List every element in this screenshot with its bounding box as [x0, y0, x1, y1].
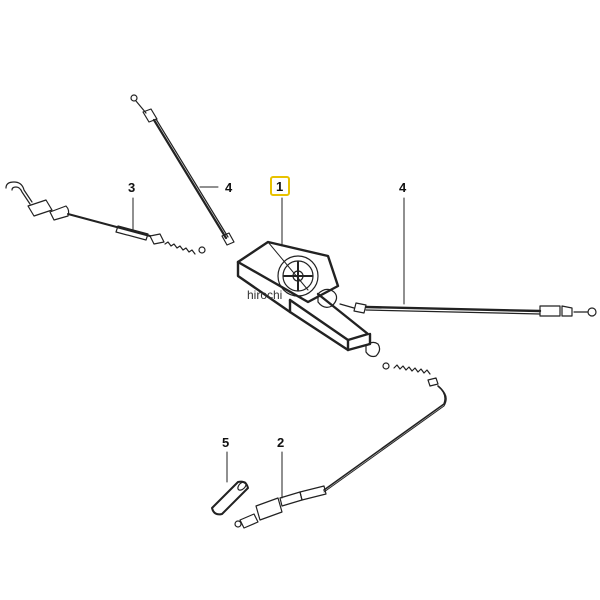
sleeve: [211, 480, 249, 516]
callout-part-2: 2: [277, 435, 285, 450]
callout-highlight-box: [270, 176, 290, 196]
callout-part-4-upper: 4: [225, 180, 233, 195]
callout-part-3: 3: [128, 180, 136, 195]
leader-lines: [132, 186, 405, 499]
watermark-text: hirochi: [247, 288, 283, 302]
callout-part-1: 1: [276, 179, 284, 194]
lower-cable: [234, 362, 447, 529]
switch-housing: [236, 240, 381, 358]
callout-part-4-right: 4: [399, 180, 407, 195]
upper-cable: [130, 94, 235, 246]
right-cable: [339, 302, 597, 317]
left-cable: [5, 181, 206, 255]
callout-part-5: 5: [222, 435, 230, 450]
